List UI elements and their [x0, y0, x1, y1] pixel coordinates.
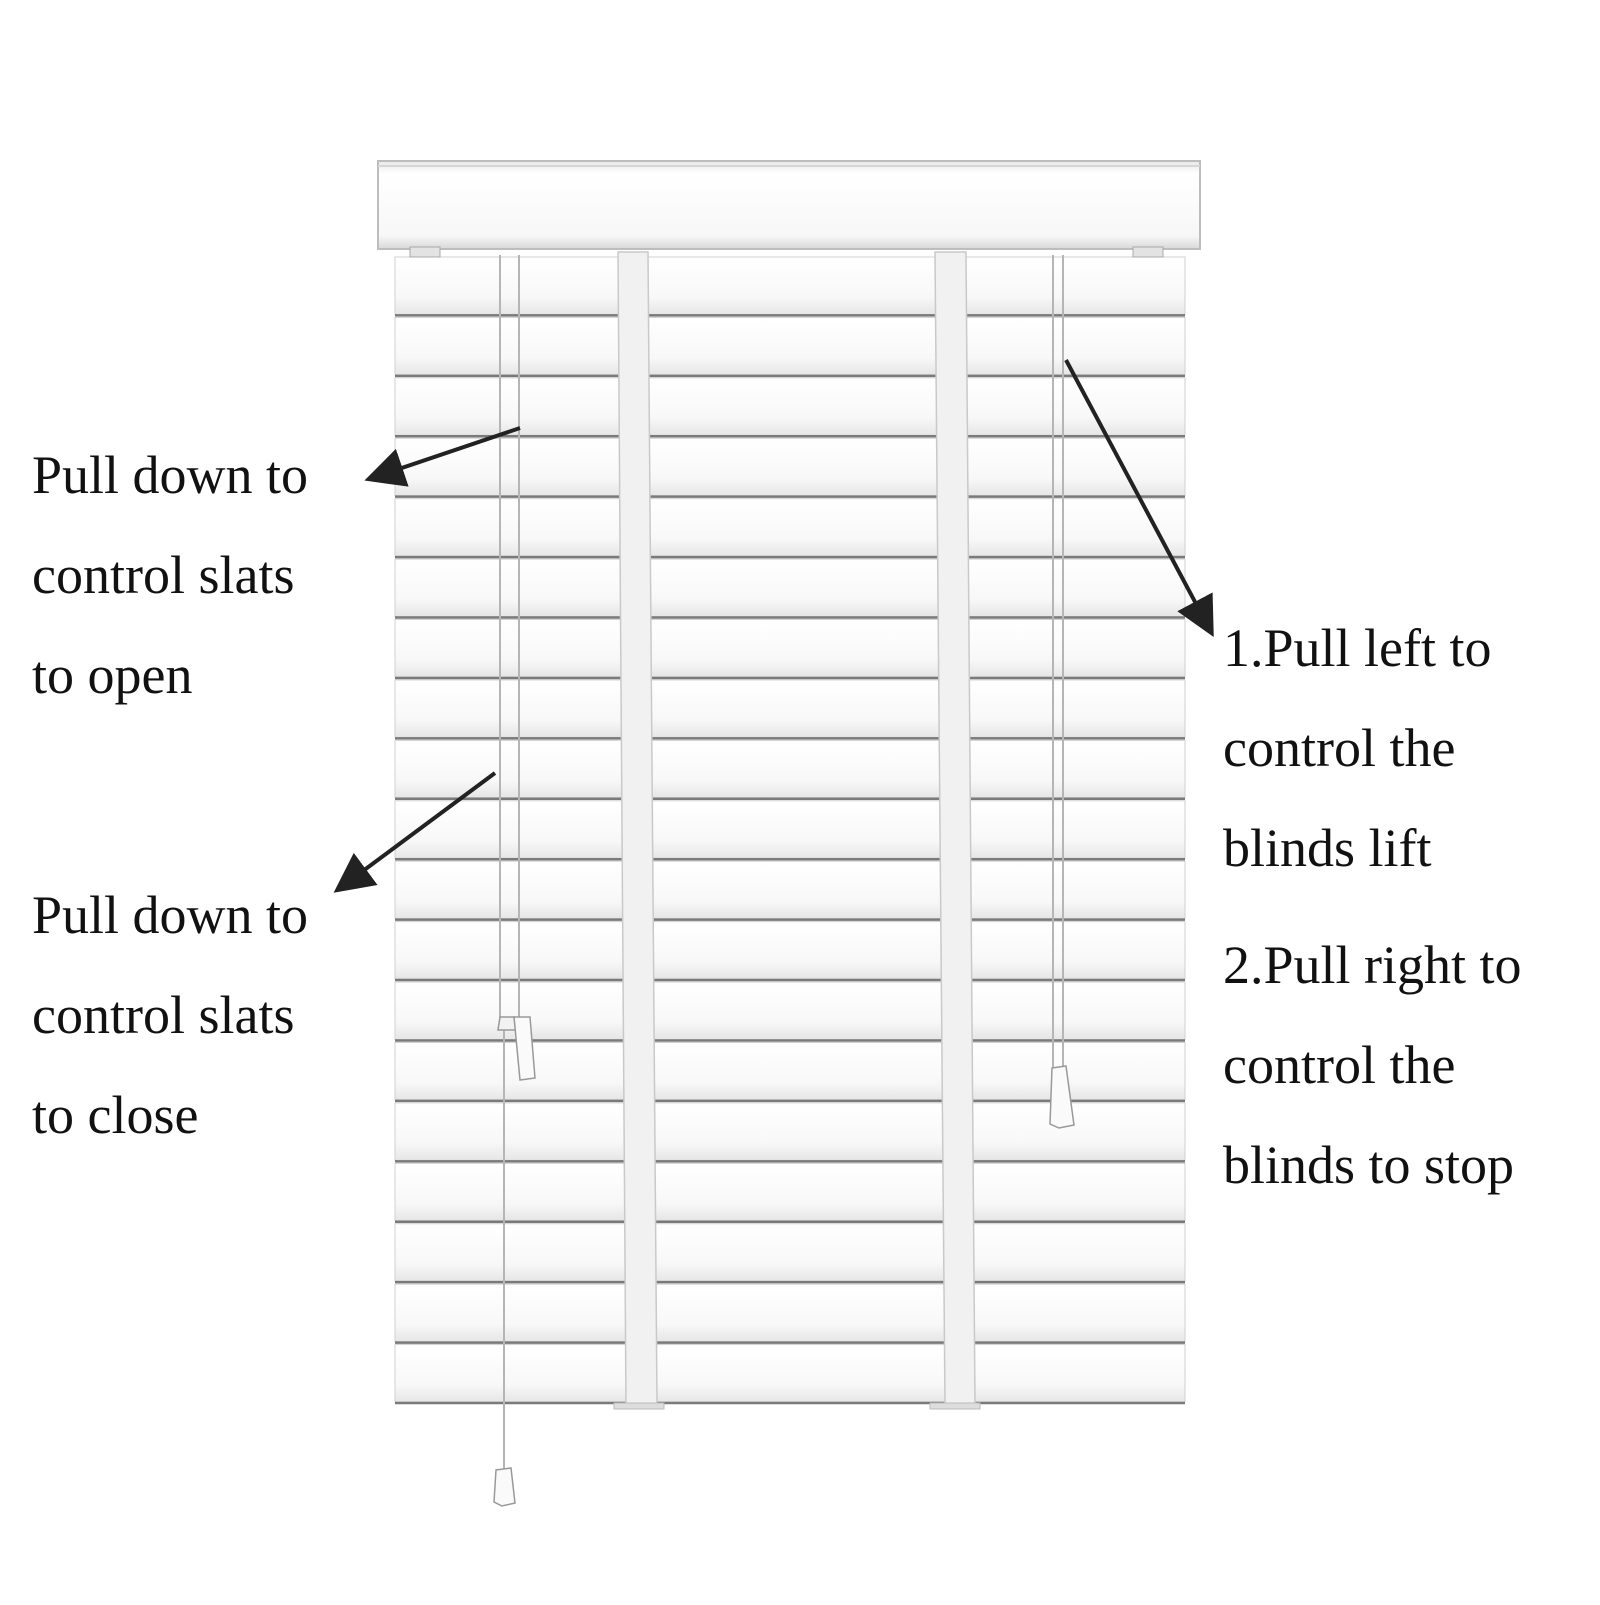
- slat: [394, 256, 1186, 315]
- caption-line: Pull down to: [32, 445, 309, 505]
- caption-line: control the: [1223, 1035, 1456, 1095]
- callout-arrows: [333, 359, 1214, 893]
- tilt-close-caption: Pull down to control slats to close: [32, 865, 308, 1165]
- lift-step2-caption: 2.Pull right to control the blinds to st…: [1223, 915, 1522, 1215]
- arrow-lift-cord: [1064, 359, 1214, 638]
- slat: [394, 558, 1186, 618]
- tilt-open-caption: Pull down to control slats to open: [32, 425, 308, 725]
- slat: [394, 619, 1186, 678]
- slat: [394, 921, 1186, 980]
- arrow-tilt-close: [333, 771, 497, 893]
- slat: [394, 498, 1186, 557]
- caption-line: control the: [1223, 718, 1456, 778]
- caption-line: Pull down to: [32, 885, 309, 945]
- caption-line: 1.Pull left to: [1223, 618, 1492, 678]
- tape-clip-left: [613, 1402, 665, 1410]
- slat: [394, 860, 1186, 920]
- tilt-cord-tassel-upper[interactable]: [497, 1016, 517, 1031]
- slat: [394, 1162, 1186, 1222]
- tilt-cord-bottom-tassel[interactable]: [493, 1467, 516, 1507]
- slat: [394, 1283, 1186, 1343]
- caption-line: blinds to stop: [1223, 1135, 1515, 1195]
- slat: [394, 1344, 1186, 1403]
- headrail: [377, 160, 1201, 258]
- slat: [394, 377, 1186, 436]
- lift-cord[interactable]: [1049, 255, 1075, 1129]
- tape-clip-right: [929, 1402, 981, 1410]
- caption-line: to open: [32, 645, 193, 705]
- tilt-cord-tassel[interactable]: [513, 1016, 536, 1081]
- tilt-cord[interactable]: [493, 255, 536, 1507]
- slat: [394, 316, 1186, 376]
- ladder-tapes: [613, 251, 981, 1410]
- lift-cord-tassel[interactable]: [1049, 1065, 1075, 1129]
- slat: [394, 739, 1186, 799]
- caption-line: 2.Pull right to: [1223, 935, 1522, 995]
- slat: [394, 981, 1186, 1040]
- caption-line: to close: [32, 1085, 199, 1145]
- slat: [394, 1223, 1186, 1282]
- caption-line: control slats: [32, 985, 295, 1045]
- slat: [394, 800, 1186, 859]
- lift-step1-caption: 1.Pull left to control the blinds lift: [1223, 598, 1492, 898]
- arrow-tilt-open: [364, 426, 521, 487]
- caption-line: blinds lift: [1223, 818, 1432, 878]
- caption-line: control slats: [32, 545, 295, 605]
- slat: [394, 437, 1186, 497]
- slat: [394, 679, 1186, 738]
